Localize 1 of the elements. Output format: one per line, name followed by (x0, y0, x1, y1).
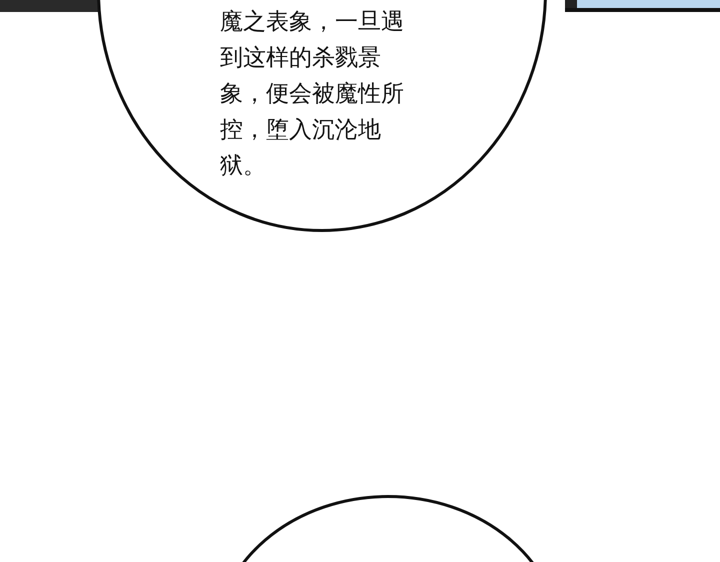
dialogue-text: 魔之表象，一旦遇到这样的杀戮景象，便会被魔性所控，堕入沉沦地狱。 (220, 8, 405, 181)
